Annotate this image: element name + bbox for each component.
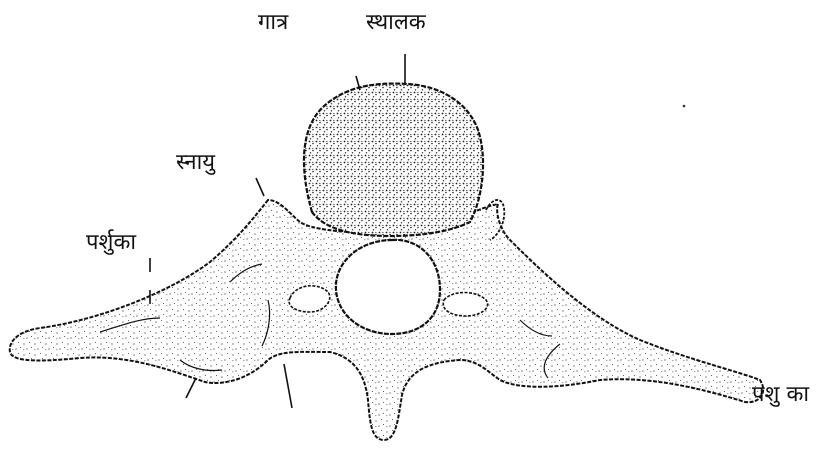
vertebral-body: [304, 84, 483, 236]
label-gatra: गात्र: [258, 12, 288, 34]
label-parshuka-right: पशु का: [752, 384, 809, 406]
label-sthalak: स्थालक: [366, 12, 426, 34]
label-snayu: स्नायु: [176, 152, 215, 174]
stray-mark: [683, 105, 686, 108]
vertebral-foramen: [336, 240, 440, 334]
label-parshuka-left: पर्शुका: [86, 232, 136, 254]
